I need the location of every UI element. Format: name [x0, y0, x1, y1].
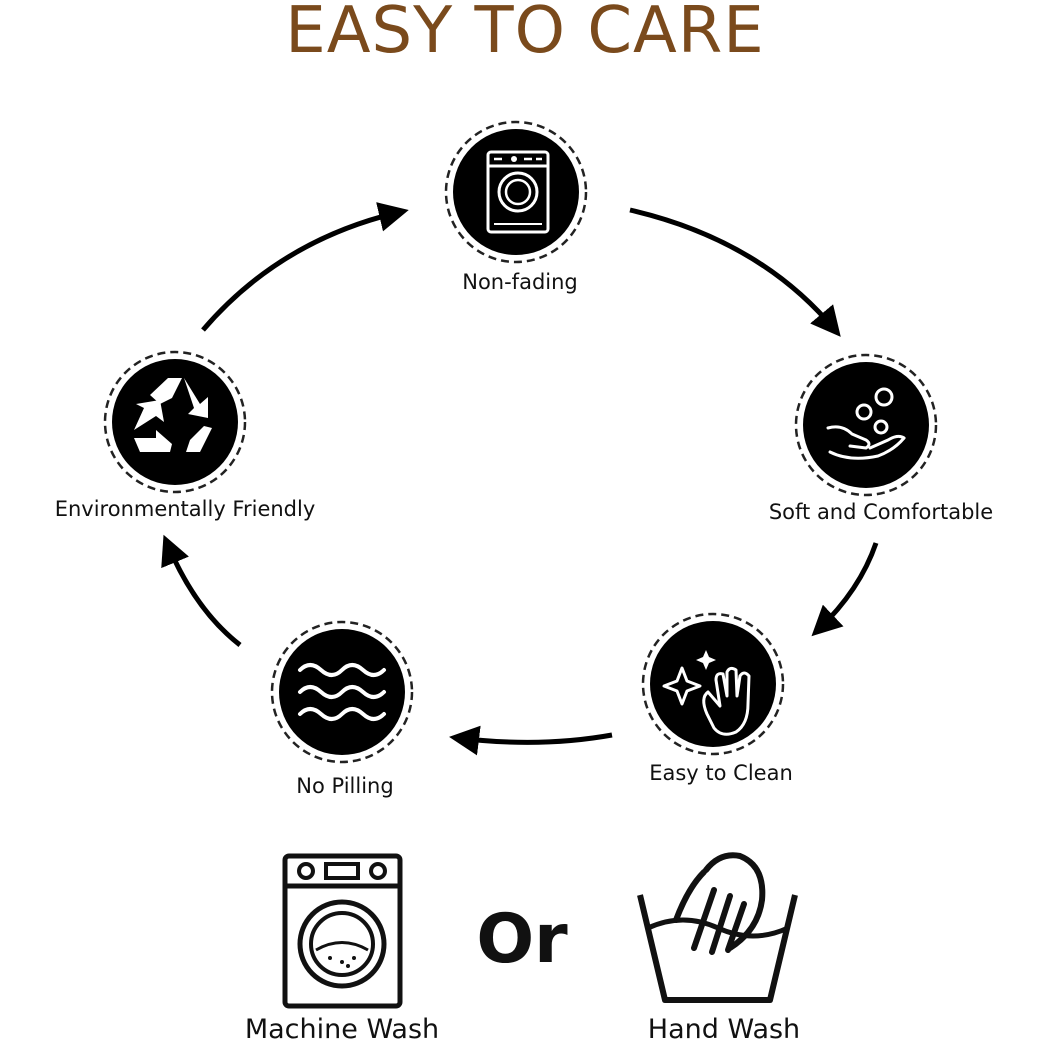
washing-machine-icon [444, 120, 588, 264]
feature-label-no-pilling: No Pilling [296, 774, 394, 798]
arrow-nopilling-to-env [161, 534, 242, 647]
recycle-icon [103, 350, 247, 494]
feature-label-environmentally-friendly: Environmentally Friendly [54, 497, 316, 521]
arrow-clean-to-nopilling [449, 725, 613, 756]
arrow-env-to-nonfading [201, 202, 409, 332]
arrow-nonfading-to-soft [629, 207, 841, 337]
feature-label-non-fading: Non-fading [462, 270, 578, 294]
hand-bubbles-icon [794, 353, 938, 497]
or-label: Or [476, 900, 568, 979]
machine-wash-icon [282, 853, 403, 1009]
machine-wash-label: Machine Wash [244, 1014, 440, 1045]
hand-wash-icon [637, 852, 798, 1003]
sparkle-hand-icon [641, 612, 785, 756]
waves-icon [270, 620, 414, 764]
arrow-soft-to-clean [811, 542, 879, 637]
feature-label-soft-and-comfortable: Soft and Comfortable [768, 500, 994, 524]
hand-wash-label: Hand Wash [647, 1014, 801, 1045]
page-title: EASY TO CARE [285, 0, 765, 68]
feature-label-easy-to-clean: Easy to Clean [649, 761, 793, 785]
